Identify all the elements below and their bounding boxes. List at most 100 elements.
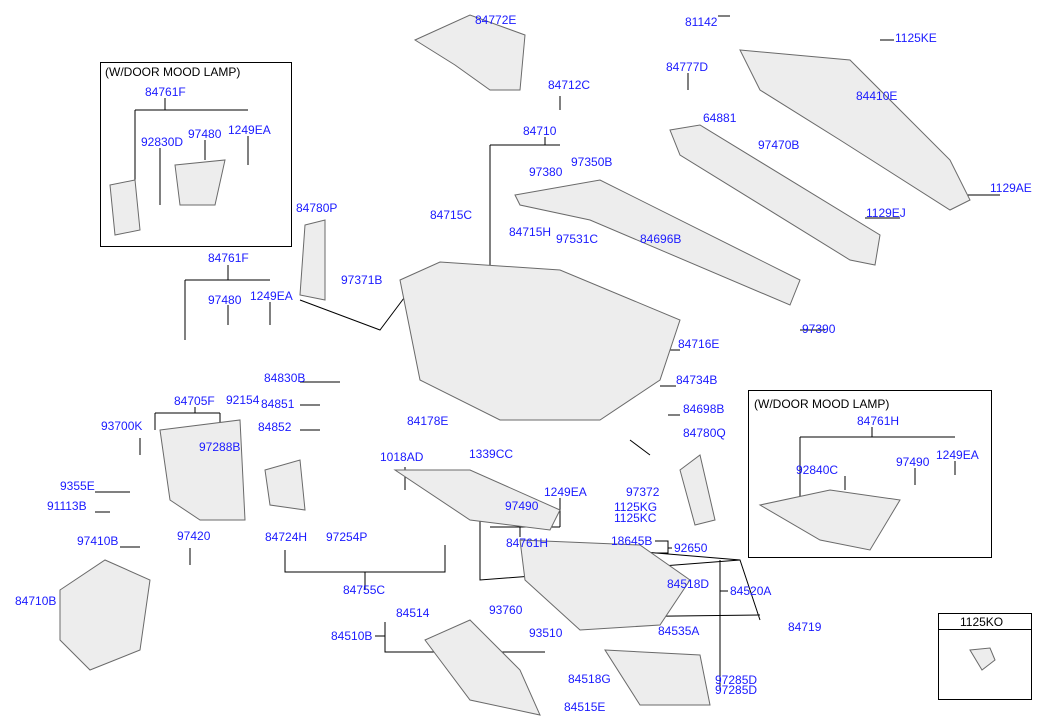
leader-line [629, 329, 825, 456]
part-label-84780q[interactable]: 84780Q [683, 426, 726, 440]
leader-line [655, 540, 672, 554]
part-label-97480[interactable]: 97480 [208, 293, 242, 307]
part-label-84710[interactable]: 84710 [523, 124, 557, 138]
part-silhouette [669, 124, 881, 266]
part-silhouette [519, 539, 691, 631]
part-label-81142[interactable]: 81142 [685, 15, 718, 29]
part-label-97285d[interactable]: 97285D [715, 683, 758, 697]
part-label-92830d[interactable]: 92830D [141, 135, 184, 149]
mood-lamp-note-left: (W/DOOR MOOD LAMP) [105, 65, 241, 79]
part-label-84410e[interactable]: 84410E [856, 89, 898, 103]
part-label-84696b[interactable]: 84696B [640, 232, 682, 246]
part-label-84712c[interactable]: 84712C [548, 78, 591, 92]
part-silhouette [739, 49, 971, 211]
part-silhouette [679, 454, 716, 526]
part-label-97371b[interactable]: 97371B [341, 273, 383, 287]
part-label-84851[interactable]: 84851 [261, 397, 295, 411]
part-label-84761h[interactable]: 84761H [506, 536, 549, 550]
leader-line [299, 289, 411, 331]
part-label-84178e[interactable]: 84178E [407, 414, 449, 428]
part-label-91113b[interactable]: 91113B [47, 499, 87, 513]
part-silhouette [413, 14, 526, 91]
leader-line [489, 137, 560, 280]
part-label-84761h[interactable]: 84761H [857, 414, 900, 428]
part-label-1249ea[interactable]: 1249EA [228, 123, 271, 137]
part-label-84518g[interactable]: 84518G [568, 672, 611, 686]
part-label-84780p[interactable]: 84780P [296, 201, 338, 215]
part-silhouette [159, 419, 246, 521]
mood-lamp-note-right: (W/DOOR MOOD LAMP) [754, 397, 890, 411]
part-label-1339cc[interactable]: 1339CC [469, 447, 514, 461]
part-silhouette [514, 179, 801, 306]
part-label-97380[interactable]: 97380 [529, 165, 563, 179]
part-label-92840c[interactable]: 92840C [796, 463, 839, 477]
part-label-84510b[interactable]: 84510B [331, 629, 373, 643]
part-label-84716e[interactable]: 84716E [678, 337, 720, 351]
part-label-84734b[interactable]: 84734B [676, 373, 718, 387]
part-label-84715h[interactable]: 84715H [509, 225, 552, 239]
part-label-97470b[interactable]: 97470B [758, 138, 800, 152]
part-label-84852[interactable]: 84852 [258, 420, 292, 434]
part-label-97285d[interactable]: 97285D [715, 673, 758, 687]
part-label-84755c[interactable]: 84755C [343, 583, 386, 597]
part-silhouette [399, 261, 681, 421]
part-label-1129ae[interactable]: 1129AE [990, 181, 1032, 195]
part-label-84777d[interactable]: 84777D [666, 60, 709, 74]
part-silhouette [59, 559, 151, 671]
part-silhouette [604, 649, 711, 706]
part-label-93700k[interactable]: 93700K [101, 419, 143, 433]
part-label-93760[interactable]: 93760 [489, 603, 523, 617]
part-label-64881[interactable]: 64881 [703, 111, 737, 125]
part-label-84719[interactable]: 84719 [788, 620, 822, 634]
part-label-1125kc[interactable]: 1125KC [614, 511, 657, 525]
part-label-1125kg[interactable]: 1125KG [614, 500, 658, 514]
part-label-97490[interactable]: 97490 [505, 499, 539, 513]
leader-line [799, 427, 956, 500]
mood-lamp-box-right [748, 390, 992, 558]
part-label-1249ea[interactable]: 1249EA [250, 289, 293, 303]
part-label-92154[interactable]: 92154 [226, 393, 260, 407]
part-label-97350b[interactable]: 97350B [571, 155, 613, 169]
part-label-84715c[interactable]: 84715C [430, 208, 473, 222]
part-label-84705f[interactable]: 84705F [174, 394, 215, 408]
part-silhouette [299, 219, 326, 301]
part-label-97420[interactable]: 97420 [177, 529, 211, 543]
part-label-93510[interactable]: 93510 [529, 626, 563, 640]
part-label-84520a[interactable]: 84520A [730, 584, 772, 598]
leader-line [559, 15, 1000, 219]
part-label-84710b[interactable]: 84710B [15, 594, 57, 608]
part-label-1129ej[interactable]: 1129EJ [866, 206, 906, 220]
part-label-92650[interactable]: 92650 [674, 541, 708, 555]
leader-line [300, 381, 406, 490]
part-label-1125ke[interactable]: 1125KE [895, 31, 937, 45]
part-label-84724h[interactable]: 84724H [265, 530, 308, 544]
part-label-84698b[interactable]: 84698B [683, 402, 725, 416]
part-label-84518d[interactable]: 84518D [667, 577, 710, 591]
part-label-97480[interactable]: 97480 [188, 127, 222, 141]
part-label-97531c[interactable]: 97531C [556, 232, 599, 246]
part-label-97490[interactable]: 97490 [896, 455, 930, 469]
part-label-84761f[interactable]: 84761F [145, 85, 186, 99]
part-label-84761f[interactable]: 84761F [208, 251, 249, 265]
part-label-84535a[interactable]: 84535A [658, 624, 700, 638]
part-label-97288b[interactable]: 97288B [199, 440, 241, 454]
part-label-84515e[interactable]: 84515E [564, 700, 606, 714]
part-label-1249ea[interactable]: 1249EA [544, 485, 587, 499]
part-label-84514[interactable]: 84514 [396, 606, 430, 620]
part-label-1249ea[interactable]: 1249EA [936, 448, 979, 462]
part-label-1018ad[interactable]: 1018AD [380, 450, 424, 464]
leader-line [284, 545, 446, 590]
part-label-97372[interactable]: 97372 [626, 485, 660, 499]
part-silhouette [758, 489, 901, 551]
mood-lamp-box-left [100, 62, 292, 247]
part-label-9355e[interactable]: 9355E [60, 479, 95, 493]
part-label-84772e[interactable]: 84772E [475, 13, 517, 27]
part-label-18645b[interactable]: 18645B [611, 534, 653, 548]
leader-line [60, 438, 191, 608]
part-label-97390[interactable]: 97390 [802, 322, 836, 336]
part-label-84830b[interactable]: 84830B [264, 371, 306, 385]
part-label-97410b[interactable]: 97410B [77, 534, 119, 548]
part-label-97254p[interactable]: 97254P [326, 530, 368, 544]
